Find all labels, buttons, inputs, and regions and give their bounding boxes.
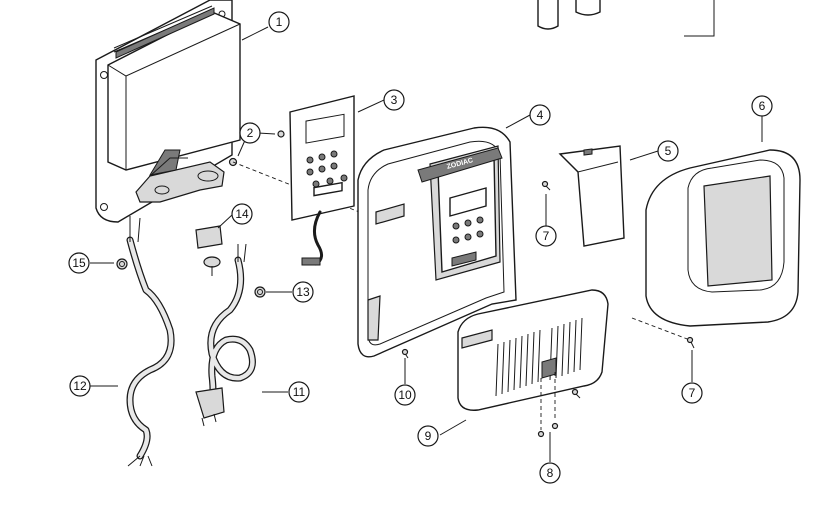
part-14-connector [195, 225, 223, 276]
callout-1: 1 [268, 11, 290, 33]
part-9-lower-cover [457, 289, 609, 411]
callout-7a: 7 [535, 225, 557, 247]
grille-slots [495, 317, 583, 397]
vent-slots [113, 5, 215, 59]
callout-7b-label: 7 [689, 386, 696, 400]
callout-12: 12 [69, 375, 91, 397]
callout-10: 10 [394, 384, 416, 406]
part-12-cable [126, 216, 175, 467]
part-4-main-housing: ZODIAC [357, 126, 517, 358]
callout-9: 9 [417, 425, 439, 447]
callout-2: 2 [239, 122, 261, 144]
part-1-mounting-plate [95, 0, 241, 223]
callout-3-label: 3 [391, 93, 398, 107]
callout-3: 3 [383, 89, 405, 111]
callout-2-label: 2 [247, 126, 254, 140]
callout-7b: 7 [681, 382, 703, 404]
callout-13-label: 13 [296, 285, 310, 299]
callout-11-label: 11 [293, 385, 306, 399]
callout-4: 4 [529, 104, 551, 126]
part-15-gland [116, 258, 128, 270]
callout-13: 13 [292, 281, 314, 303]
callout-7a-label: 7 [543, 229, 550, 243]
callout-1-label: 1 [276, 15, 283, 29]
part-13-gland [254, 286, 266, 298]
part-5-cover-flap [558, 145, 625, 247]
part-11-power-cable [195, 243, 256, 427]
control-panel: ZODIAC [417, 145, 503, 281]
top-cylinders [537, 0, 715, 37]
callout-4-label: 4 [537, 108, 544, 122]
callout-14: 14 [231, 203, 253, 225]
callout-5: 5 [657, 140, 679, 162]
callout-15: 15 [68, 252, 90, 274]
callout-6-label: 6 [759, 99, 766, 113]
callout-9-label: 9 [425, 429, 432, 443]
callout-11: 11 [288, 381, 310, 403]
leader-lines [90, 26, 763, 462]
callout-10-label: 10 [398, 388, 412, 402]
callout-15-label: 15 [72, 256, 86, 270]
callout-8-label: 8 [547, 466, 554, 480]
part-6-outer-cover [645, 149, 801, 327]
callout-6: 6 [751, 95, 773, 117]
callout-14-label: 14 [235, 207, 249, 221]
callout-5-label: 5 [665, 144, 672, 158]
callout-12-label: 12 [73, 379, 87, 393]
callout-8: 8 [539, 462, 561, 484]
screws [401, 180, 695, 438]
part-3-circuit-board [289, 95, 355, 266]
